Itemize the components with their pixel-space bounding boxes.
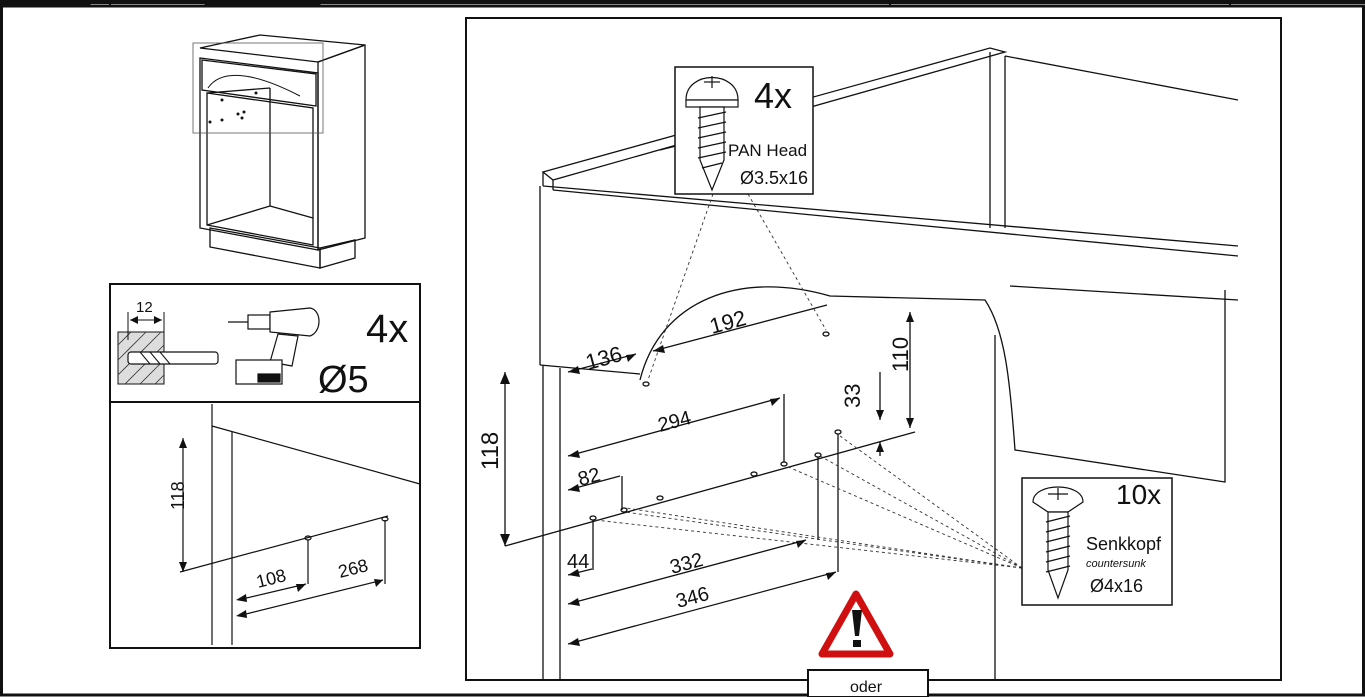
dim-118: 118 — [477, 432, 504, 470]
countersunk-screw-name: Senkkopf — [1086, 534, 1162, 554]
cordless-drill-icon — [228, 307, 320, 385]
pan-screw-size: Ø3.5x16 — [740, 168, 808, 188]
dim-192: 192 — [707, 305, 749, 339]
countersunk-screw-size: Ø4x16 — [1090, 576, 1143, 596]
cabinet-overview — [192, 34, 366, 269]
countersunk-screw-quantity: 10x — [1116, 479, 1161, 510]
countersunk-screw-box: 10x Senkkopf countersunk Ø4x16 — [1021, 477, 1173, 606]
side-dim-268: 268 — [336, 555, 370, 582]
dim-110: 110 — [888, 337, 913, 372]
dim-294: 294 — [656, 407, 694, 437]
drill-box: 12 4x Ø5 — [109, 283, 421, 403]
dim-332: 332 — [668, 549, 706, 579]
main-detail-view: 136 192 110 33 118 294 82 44 332 346 — [465, 17, 1282, 697]
dim-136: 136 — [583, 341, 625, 375]
dim-33: 33 — [840, 384, 865, 408]
side-view-box: 118 108 268 — [109, 401, 421, 649]
dim-44: 44 — [567, 551, 589, 573]
pan-screw-name: PAN Head — [728, 141, 807, 160]
pan-screw-quantity: 4x — [754, 75, 792, 116]
dim-82: 82 — [576, 464, 603, 491]
drill-diameter: Ø5 — [318, 359, 369, 401]
side-dim-108: 108 — [254, 565, 288, 592]
warning-triangle-icon — [818, 590, 894, 658]
drill-quantity: 4x — [366, 307, 408, 351]
countersunk-screw-subname: countersunk — [1086, 558, 1146, 570]
dim-346: 346 — [674, 583, 712, 613]
drill-depth-label: 12 — [136, 299, 153, 316]
side-dim-118: 118 — [168, 481, 188, 510]
countersunk-screw-icon — [1032, 486, 1084, 600]
oder-label: oder — [850, 679, 883, 696]
pan-head-screw-box: 4x PAN Head Ø3.5x16 — [674, 66, 814, 195]
pan-head-screw-icon — [685, 76, 739, 192]
oder-tab: oder — [807, 669, 929, 697]
